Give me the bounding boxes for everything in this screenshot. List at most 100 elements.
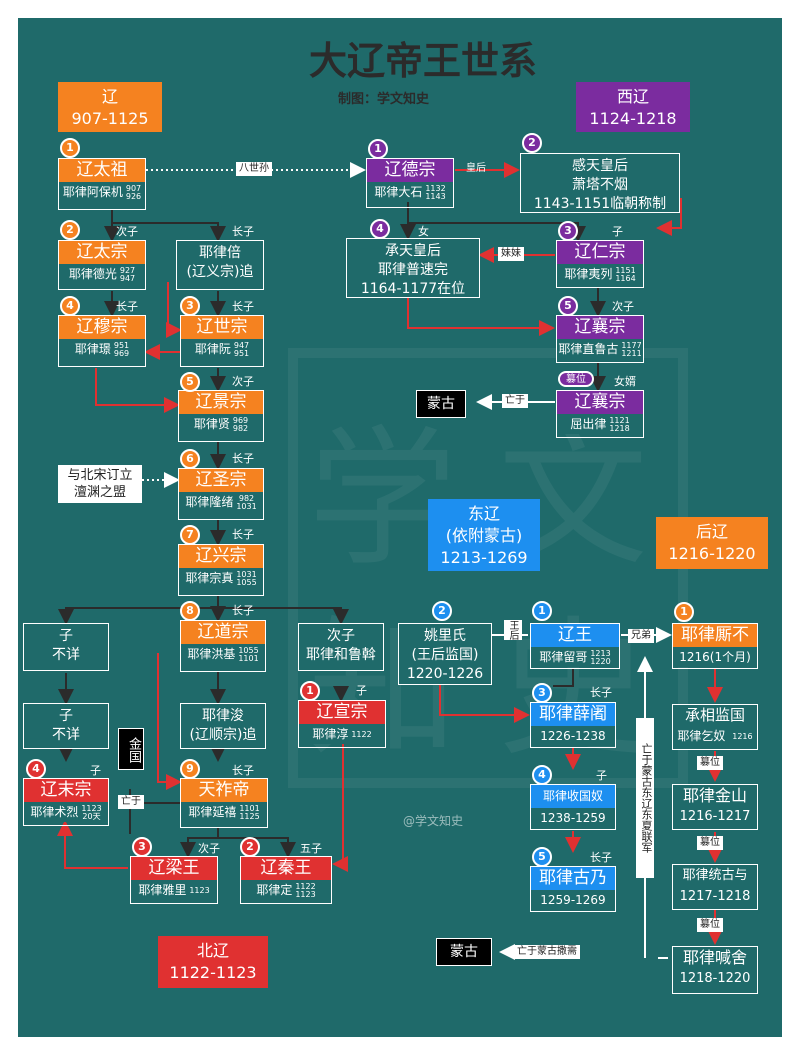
relation-label: 次子 [116, 225, 138, 238]
relation-label: 皇后 [466, 163, 486, 174]
order-badge: 3 [180, 296, 200, 316]
relation-label: 长子 [232, 452, 254, 465]
dynasty-name: 东辽 [467, 504, 500, 523]
order-badge: 3 [558, 221, 578, 241]
order-badge: 4 [60, 296, 80, 316]
relation-label: 长子 [232, 764, 254, 777]
relation-label: 亡于 [118, 795, 144, 809]
person-relation: 子 [59, 708, 73, 724]
reign-start: 1123 [81, 803, 102, 813]
emperor-title: 辽秦王 [241, 857, 331, 880]
order-badge: 9 [180, 759, 200, 779]
emperor-xueshe: 耶律薛阇 1226-1238 [530, 702, 616, 748]
person-gantian: 感天皇后 萧塔不烟 1143-1151临朝称制 [520, 153, 680, 213]
reign-duration: 20天 [82, 811, 101, 821]
relation-label: 长子 [232, 604, 254, 617]
relation-label: 次子 [232, 375, 254, 388]
dynasty-years: 907-1125 [71, 109, 149, 128]
person-name: 萧塔不烟 [572, 177, 628, 193]
dynasty-years: 1216-1220 [668, 544, 756, 563]
order-badge: 5 [532, 847, 552, 867]
dynasty-note: (依附蒙古) [445, 526, 523, 545]
dynasty-xiliao: 西辽 1124-1218 [576, 82, 690, 132]
ruler-name: 耶律金山 [682, 786, 747, 805]
person-title: 承天皇后 [385, 243, 441, 259]
order-badge: 2 [60, 220, 80, 240]
dynasty-name: 后辽 [695, 522, 728, 541]
emperor-gunai: 耶律古乃 1259-1269 [530, 866, 616, 912]
relation-label: 妹妹 [498, 247, 524, 261]
relation-label: 五子 [300, 842, 322, 855]
person-name: 耶律浚 [202, 708, 244, 724]
relation-label: 子 [356, 684, 367, 697]
relation-label: 王后 [504, 620, 522, 640]
emperor-title: 辽仁宗 [557, 241, 643, 264]
relation-label: 女婿 [614, 375, 636, 388]
reign-period: 1259-1269 [531, 890, 615, 910]
reign-end: 1031 [236, 501, 257, 511]
person-unknown-son: 子 不详 [23, 623, 109, 671]
emperor-title: 天祚帝 [181, 779, 267, 802]
reign-start: 1121 [609, 415, 630, 425]
dynasty-liao: 辽 907-1125 [58, 82, 162, 132]
dynasty-houliao: 后辽 1216-1220 [656, 517, 768, 569]
reign-end: 926 [125, 191, 142, 201]
note-line: 澶渊之盟 [73, 485, 126, 500]
emperor-shouguonu: 耶律收国奴 1238-1259 [530, 784, 616, 830]
reign-start: 947 [233, 340, 250, 350]
relation-label: 长子 [590, 851, 612, 864]
emperor-title: 辽世宗 [181, 316, 263, 339]
emperor-name: 耶律淳 [312, 727, 349, 741]
emperor-title: 辽穆宗 [59, 316, 145, 339]
reign-start: 1177 [621, 340, 642, 350]
person-bei: 耶律倍 (辽义宗)追 [176, 240, 264, 290]
note-jin: 金国 [118, 728, 144, 770]
reign-period: 1217-1218 [679, 889, 751, 904]
relation-label: 次子 [198, 842, 220, 855]
note-mongol-east: 蒙古 [436, 938, 492, 966]
signature: @学文知史 [403, 814, 464, 828]
emperor-title: 辽太宗 [59, 241, 145, 264]
ruler-tonggu: 耶律统古与 1217-1218 [672, 864, 758, 910]
person-chengtian: 承天皇后 耶律普速完 1164-1177在位 [346, 238, 480, 298]
dynasty-years: 1213-1269 [440, 548, 528, 567]
reign-period: 1226-1238 [531, 726, 615, 746]
diagram-board: 学 文 知 史 [18, 18, 782, 1037]
relation-label: 亡于蒙古撒需 [514, 945, 580, 959]
emperor-title: 辽襄宗 [557, 391, 643, 414]
emperor-title: 辽景宗 [179, 391, 263, 414]
order-badge: 1 [368, 139, 388, 159]
person-helulu: 次子 耶律和鲁斡 [298, 623, 384, 671]
person-relation: 次子 [327, 628, 355, 644]
order-badge: 3 [532, 683, 552, 703]
relation-label: 长子 [590, 686, 612, 699]
credit-text: 制图：学文知史 [338, 92, 430, 107]
order-badge: 1 [674, 602, 694, 622]
order-badge: 6 [180, 449, 200, 469]
emperor-name: 耶律洪基 [187, 647, 236, 661]
person-title: 感天皇后 [572, 158, 628, 174]
reign-end: 1164 [615, 273, 636, 283]
reign-start: 951 [113, 340, 130, 350]
order-badge: 5 [180, 372, 200, 392]
relation-label: 次子 [612, 300, 634, 313]
reign-period: 1216-1217 [679, 809, 751, 824]
emperor-name: 屈出律 [570, 417, 607, 431]
person-note: (辽顺宗)追 [189, 727, 257, 743]
regent-year: 1216 [732, 731, 753, 741]
order-badge: 2 [522, 133, 542, 153]
reign-end: 951 [233, 348, 250, 358]
reign-end: 982 [232, 423, 249, 433]
ruler-name: 耶律喊舍 [682, 948, 747, 967]
reign-end: 1125 [239, 811, 260, 821]
reign-start: 907 [125, 183, 142, 193]
emperor-title: 辽襄宗 [557, 316, 643, 339]
